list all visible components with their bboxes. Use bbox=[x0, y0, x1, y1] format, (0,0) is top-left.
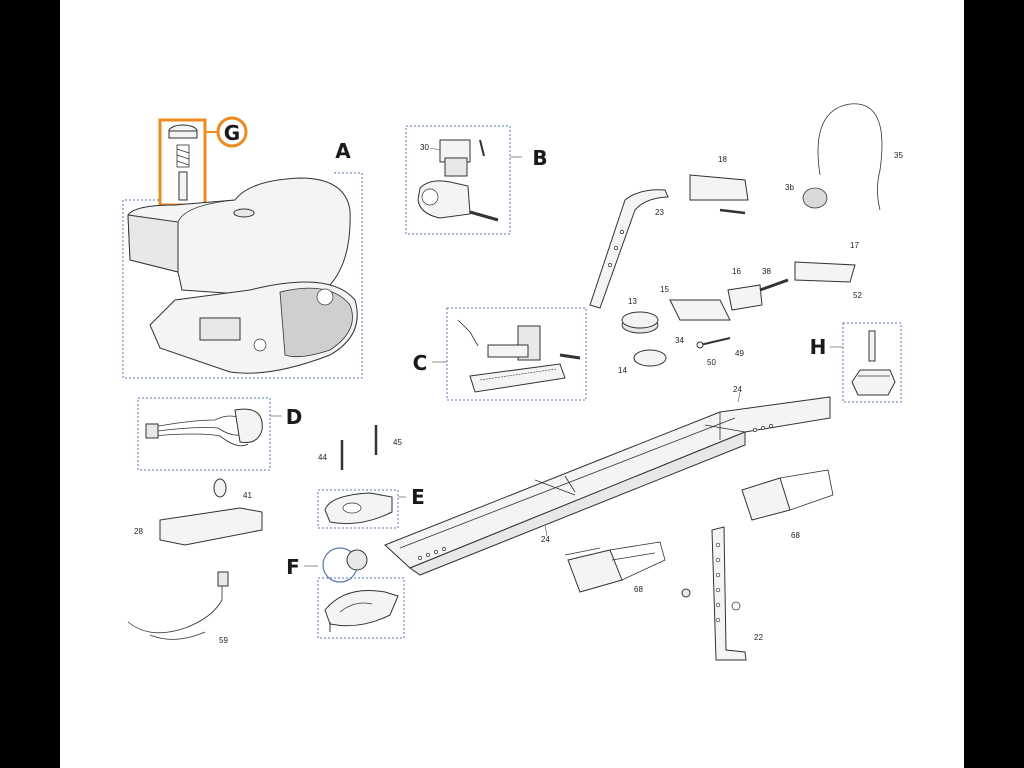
part-number-41: 41 bbox=[243, 491, 252, 500]
bolt-49 bbox=[696, 337, 731, 349]
power-cord-59 bbox=[127, 571, 229, 640]
group-c-border bbox=[446, 307, 587, 401]
rail-holes bbox=[418, 424, 773, 560]
part-number-38: 38 bbox=[762, 267, 771, 276]
group-e[interactable]: E bbox=[317, 485, 425, 529]
part-number-49: 49 bbox=[735, 349, 744, 358]
group-h[interactable]: H bbox=[810, 322, 902, 403]
group-label-g: G bbox=[224, 121, 240, 145]
group-label-b: B bbox=[532, 146, 547, 170]
group-h-border bbox=[842, 322, 902, 403]
g-cap-side bbox=[168, 130, 198, 139]
part-number-16: 16 bbox=[732, 267, 741, 276]
watermark bbox=[561, 243, 578, 264]
part-number-28: 28 bbox=[134, 527, 143, 536]
part-number-50: 50 bbox=[707, 358, 716, 367]
part-number-35: 35 bbox=[894, 151, 903, 160]
bolts-44-45 bbox=[340, 425, 378, 470]
part-number-17: 17 bbox=[850, 241, 859, 250]
base-motor-block bbox=[199, 317, 241, 341]
c-rack bbox=[469, 363, 566, 393]
part-number-24-top: 24 bbox=[733, 385, 742, 394]
control-box-28 bbox=[159, 478, 263, 546]
b-screw bbox=[469, 210, 499, 222]
part-number-14: 14 bbox=[618, 366, 627, 375]
bracket-68-left bbox=[564, 541, 666, 593]
group-d-border bbox=[137, 397, 271, 471]
part-number-68-left: 68 bbox=[634, 585, 643, 594]
h-clamp bbox=[851, 369, 896, 396]
part-number-13: 13 bbox=[628, 297, 637, 306]
group-b[interactable]: B 30 bbox=[405, 125, 548, 235]
part-17 bbox=[794, 261, 856, 283]
part-number-15: 15 bbox=[660, 285, 669, 294]
g-spring bbox=[176, 144, 190, 168]
group-a[interactable]: A bbox=[122, 139, 363, 379]
housing-cover-front bbox=[127, 214, 179, 273]
base-gear-area bbox=[279, 287, 353, 358]
exploded-parts-diagram: G A B 30 C bbox=[122, 103, 903, 661]
cable-35 bbox=[802, 103, 883, 211]
group-label-d: D bbox=[286, 405, 303, 429]
h-bolt bbox=[868, 330, 876, 362]
group-f[interactable]: F bbox=[286, 547, 405, 639]
parts-diagram-sheet: G A B 30 C bbox=[60, 0, 964, 768]
d-wires bbox=[147, 415, 246, 429]
group-d[interactable]: D bbox=[137, 397, 303, 471]
group-c[interactable]: C bbox=[413, 307, 587, 401]
d-connector bbox=[234, 408, 263, 443]
group-g-highlight[interactable]: G bbox=[158, 116, 248, 207]
g-pin bbox=[178, 171, 188, 201]
part-number-68-right: 68 bbox=[791, 531, 800, 540]
part-numbers: 18 23 35 3b 17 16 38 52 15 13 34 49 50 1… bbox=[134, 151, 903, 645]
part-number-45: 45 bbox=[393, 438, 402, 447]
part-number-52: 52 bbox=[853, 291, 862, 300]
disk-14 bbox=[633, 349, 667, 367]
part-number: 30 bbox=[420, 143, 429, 152]
plate-15 bbox=[669, 299, 731, 321]
gear-13 bbox=[621, 311, 659, 334]
group-label-h: H bbox=[810, 335, 827, 359]
arm-23 bbox=[589, 189, 669, 309]
part-number-59: 59 bbox=[219, 636, 228, 645]
part-number-23: 23 bbox=[655, 208, 664, 217]
part-number-44: 44 bbox=[318, 453, 327, 462]
f-sprocket bbox=[346, 549, 368, 571]
rail-main bbox=[384, 396, 831, 569]
group-a-border bbox=[122, 172, 363, 379]
bracket-68-right bbox=[741, 469, 834, 521]
c-lever bbox=[457, 319, 479, 347]
part-number-22: 22 bbox=[754, 633, 763, 642]
part-number-24-bottom: 24 bbox=[541, 535, 550, 544]
part-number-34: 34 bbox=[675, 336, 684, 345]
g-label-circle bbox=[216, 116, 248, 148]
group-b-border bbox=[405, 125, 511, 235]
f-bracket bbox=[324, 589, 399, 627]
spring-38 bbox=[759, 278, 789, 292]
group-label-c: C bbox=[413, 351, 428, 375]
bracket-22 bbox=[681, 526, 747, 661]
group-label-e: E bbox=[411, 485, 425, 509]
group-label-f: F bbox=[286, 555, 300, 579]
part-number-18: 18 bbox=[718, 155, 727, 164]
group-label-a: A bbox=[335, 139, 351, 163]
rail-assembly bbox=[384, 391, 831, 576]
group-f-border bbox=[317, 577, 405, 639]
part-16 bbox=[727, 284, 763, 311]
group-e-border bbox=[317, 489, 399, 529]
part-number-3b: 3b bbox=[785, 183, 794, 192]
bracket-18 bbox=[689, 174, 749, 215]
